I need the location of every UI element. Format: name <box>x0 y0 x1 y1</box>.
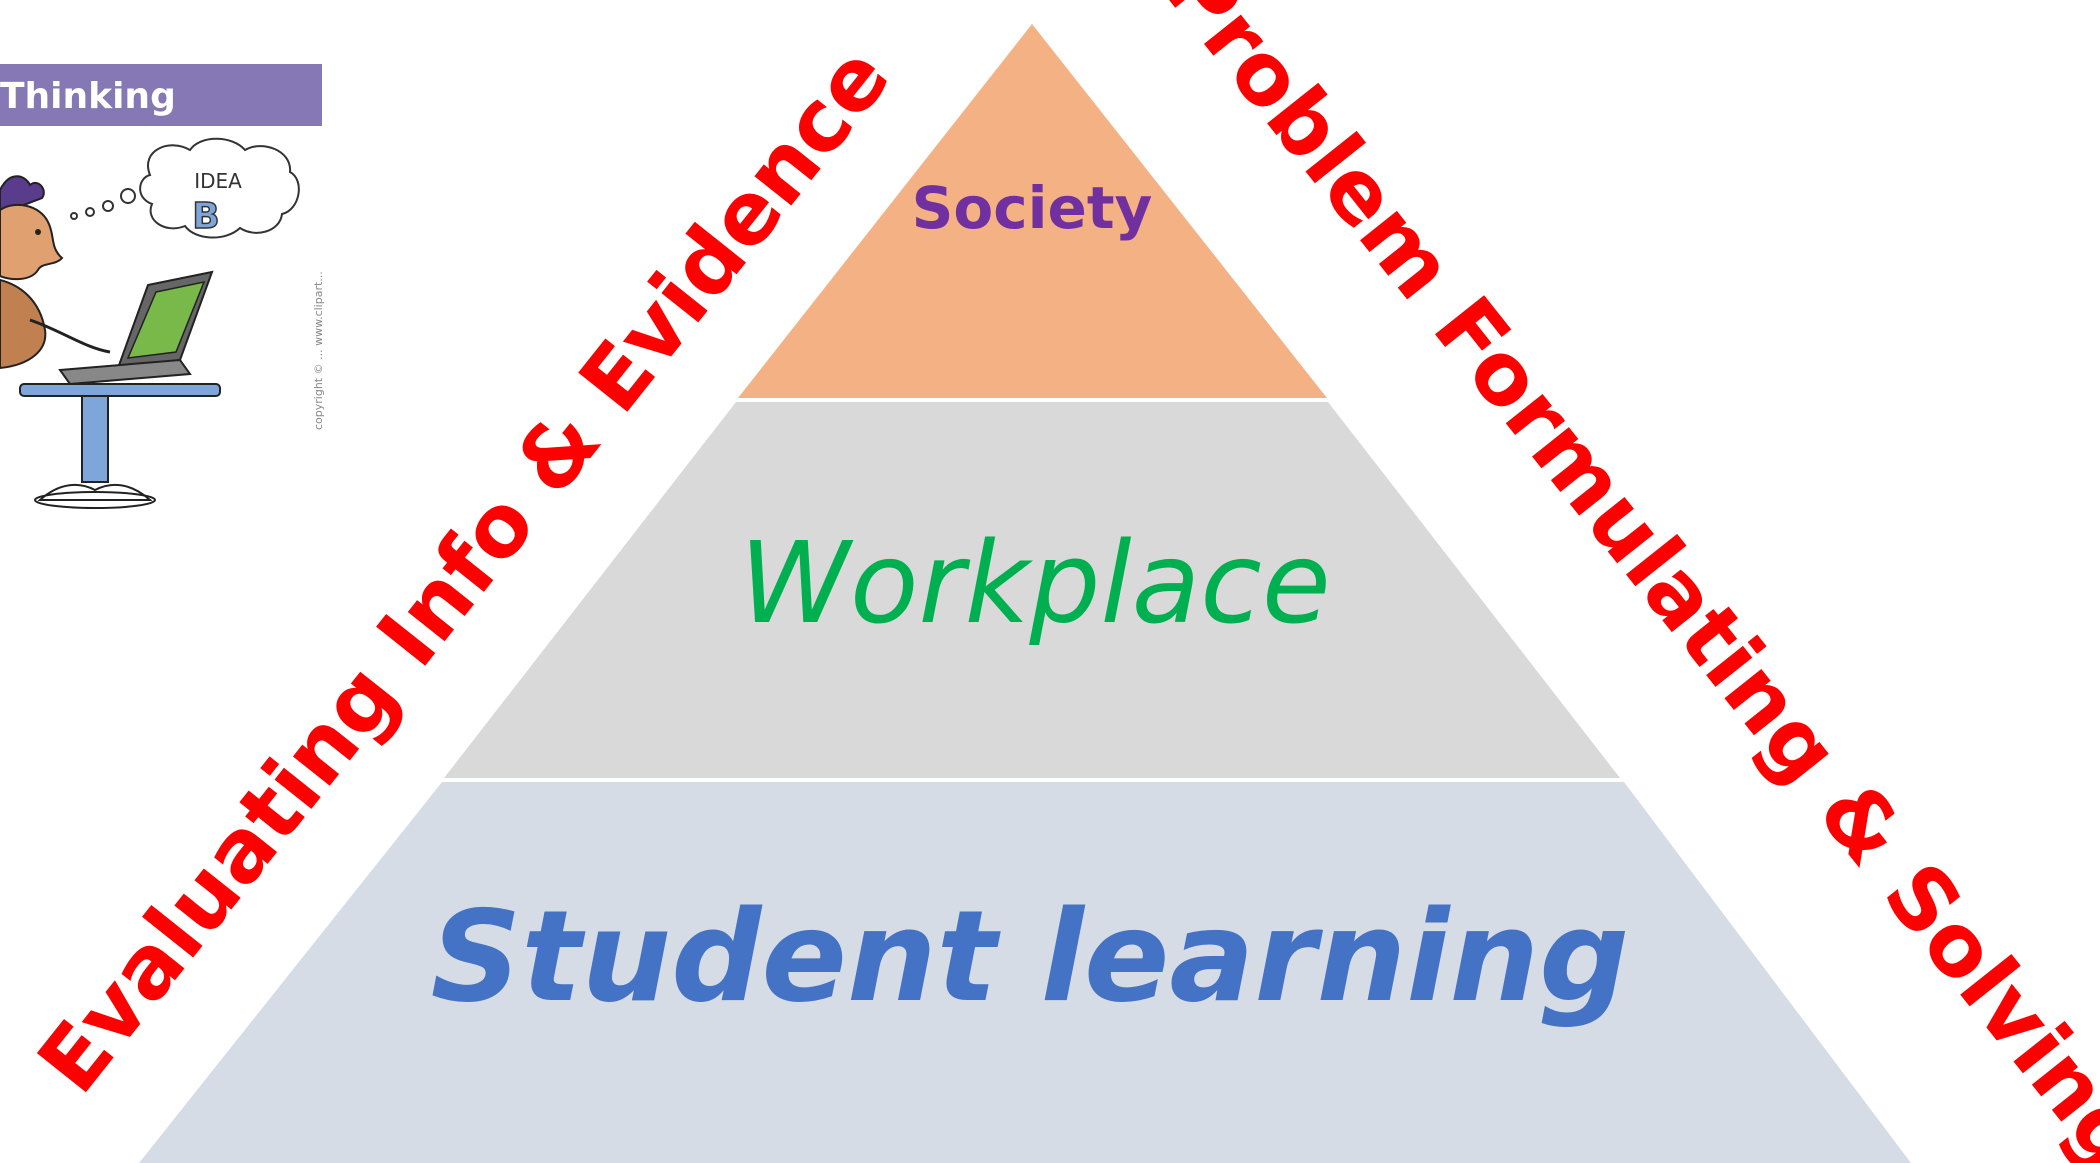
thinking-clipart: Thinking IDEA B <box>0 64 325 509</box>
thinking-person-icon <box>0 175 111 370</box>
idea-letter: B <box>192 196 219 237</box>
clipart-title-bar <box>0 64 322 126</box>
pyramid-label-student-learning: Student learning <box>431 883 1630 1030</box>
pyramid-level-society <box>738 24 1327 398</box>
pyramid-level-student-learning <box>139 782 1911 1163</box>
clipart-title: Thinking <box>0 76 176 117</box>
idea-text: IDEA <box>194 169 242 193</box>
pyramid-label-society: Society <box>912 174 1153 242</box>
thought-bubble-icon: IDEA B <box>70 137 300 239</box>
pyramid-level-workplace <box>444 402 1620 778</box>
pyramid: Society Workplace Student learning <box>139 24 1911 1163</box>
laptop-icon <box>58 270 214 386</box>
desk-icon <box>19 383 221 509</box>
pyramid-label-workplace: Workplace <box>739 519 1331 649</box>
clipart-copyright: copyright © ... www.clipart... <box>312 271 325 430</box>
